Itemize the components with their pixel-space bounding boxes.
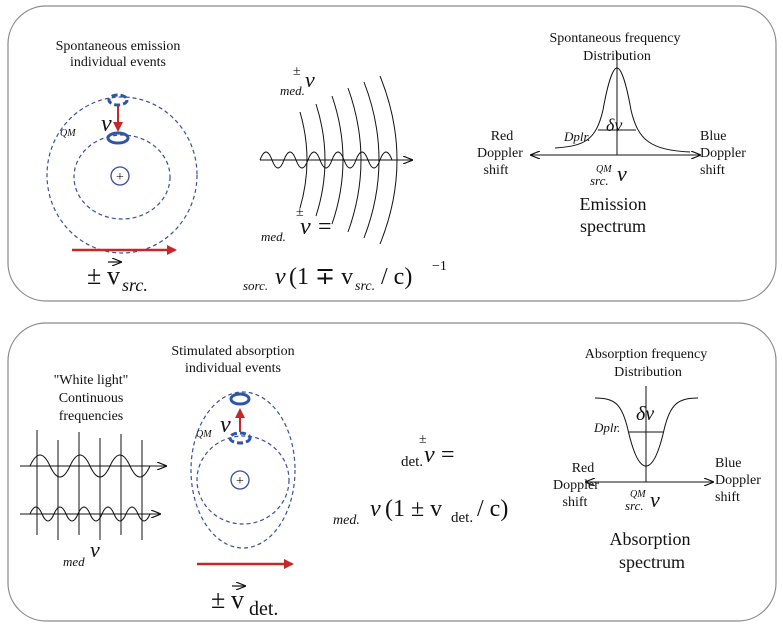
eq2-body: (1 ∓ v: [289, 264, 353, 290]
emission-center-nu: ν: [617, 161, 627, 186]
absorb-dplr: Dplr.: [593, 420, 620, 435]
absorb-red-line1: Red: [572, 461, 595, 476]
emission-title-line1: Spontaneous emission: [56, 39, 181, 54]
white-light-waves: [20, 430, 166, 540]
emission-blue-line3: shift: [700, 163, 725, 178]
absorb-title-line2: individual events: [185, 361, 281, 376]
eq-sub: det.: [401, 454, 423, 470]
eq2-vsub: det.: [451, 510, 473, 526]
electron-ring-icon: [229, 392, 251, 406]
emission-red-line3: shift: [484, 163, 509, 178]
emitted-wave: [259, 75, 412, 245]
absorb-red-line3: shift: [563, 495, 588, 510]
white-med-sub: med: [63, 554, 85, 569]
eq2-nu: ν: [370, 496, 381, 522]
eq-pm: ±: [419, 432, 427, 447]
absorb-center-sub: src.: [625, 498, 644, 513]
white-med-nu: ν: [90, 537, 100, 562]
eq-equals: =: [441, 442, 455, 468]
velocity-sub: det.: [249, 598, 278, 620]
nucleus-plus: +: [236, 474, 244, 489]
absorb-blue-line3: shift: [715, 490, 740, 505]
eq-sub: med.: [261, 229, 286, 244]
med-nu-sub: med.: [280, 83, 305, 98]
absorb-red-line2: Doppler: [553, 478, 599, 493]
electron-ring-icon: [107, 93, 129, 107]
absorb-blue-line2: Doppler: [715, 473, 761, 488]
inner-orbit: [196, 435, 290, 525]
electron-ring-icon: [228, 431, 252, 445]
emission-dist-title-line1: Spontaneous frequency: [549, 31, 680, 46]
velocity-pm: ±: [87, 261, 101, 290]
emission-red-line1: Red: [491, 129, 514, 144]
emission-atom: + QM ν: [46, 93, 198, 254]
velocity-pm: ±: [211, 585, 225, 614]
eq2-sub: med.: [333, 513, 360, 528]
emission-spectrum-line1: Emission: [579, 194, 646, 214]
med-nu-symbol: ν: [305, 67, 315, 92]
electron-ring-icon: [106, 131, 130, 145]
med-nu-pm: ±: [293, 64, 301, 79]
emission-center-sub: src.: [590, 173, 609, 188]
absorb-title-line1: Stimulated absorption: [171, 344, 294, 359]
emission-spectrum-line2: spectrum: [580, 216, 646, 236]
eq2-exp: −1: [432, 259, 447, 274]
white-light-line3: frequencies: [59, 409, 124, 424]
absorb-spectrum-line1: Absorption: [610, 529, 691, 549]
absorb-blue-line1: Blue: [715, 456, 741, 471]
white-light-line1: "White light": [54, 373, 129, 388]
photon-nu: ν: [101, 111, 112, 137]
white-light-line2: Continuous: [59, 391, 124, 406]
emission-panel: [7, 5, 777, 302]
circled-plus-icon: [110, 166, 130, 186]
outer-orbit: [190, 391, 296, 549]
emission-dplr: Dplr.: [563, 129, 590, 144]
velocity-v: v: [107, 261, 120, 290]
eq2-vsub: src.: [355, 279, 375, 294]
absorb-center-sup: QM: [630, 489, 646, 500]
eq2-sub: sorc.: [243, 278, 268, 293]
inner-orbit: [73, 134, 171, 220]
velocity-v: v: [231, 585, 244, 614]
absorb-center-nu: ν: [650, 487, 660, 512]
absorb-dist-title-line2: Distribution: [614, 365, 682, 380]
eq2-body: (1 ± v: [385, 496, 442, 522]
eq-nu: ν: [300, 214, 311, 240]
emission-spectrum-plot: [531, 52, 700, 155]
eq-nu: ν: [424, 442, 435, 468]
absorb-delta-nu: δν: [636, 403, 654, 425]
emission-title-line2: individual events: [70, 55, 166, 70]
eq-pm: ±: [296, 205, 304, 220]
eq-equals: =: [318, 214, 332, 240]
emission-red-line2: Doppler: [477, 146, 523, 161]
qm-label: QM: [60, 128, 76, 139]
eq2-tail: / c): [477, 496, 508, 522]
absorption-spectrum-plot: [586, 386, 713, 482]
absorb-spectrum-line2: spectrum: [619, 552, 685, 572]
circled-plus-icon: [230, 470, 250, 490]
qm-label: QM: [196, 429, 212, 440]
emission-delta-nu: δν: [606, 115, 622, 135]
absorb-dist-title-line1: Absorption frequency: [585, 347, 707, 362]
emission-center-sup: QM: [596, 164, 612, 175]
emission-blue-line1: Blue: [700, 129, 726, 144]
velocity-sub: src.: [122, 275, 148, 295]
absorption-atom: + QM ν: [190, 391, 296, 549]
photon-nu: ν: [220, 412, 231, 438]
absorption-panel: [7, 322, 777, 622]
eq2-nu: ν: [275, 264, 286, 290]
emission-blue-line2: Doppler: [700, 146, 746, 161]
eq2-tail: / c): [381, 264, 412, 290]
nucleus-plus: +: [116, 170, 124, 185]
